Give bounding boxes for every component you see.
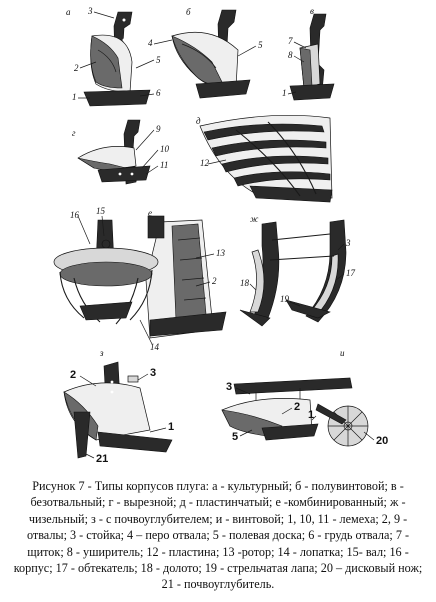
figure-caption: Рисунок 7 - Типы корпусов плуга: а - кул… (8, 478, 428, 593)
panel-b-semi-screw-body (171, 9, 251, 99)
label-b-5: 5 (258, 40, 263, 50)
panel-letter-i: и (340, 348, 345, 358)
label-z-1: 1 (168, 421, 174, 433)
panel-letter-b: б (186, 7, 191, 17)
label-i-1: 1 (308, 409, 314, 421)
label-zh-17: 17 (346, 268, 356, 278)
panel-letter-d: д (196, 116, 201, 126)
label-z-21: 21 (96, 453, 108, 465)
panel-letter-e: е (148, 208, 152, 218)
plough-bodies-figure: а 3 2 5 6 1 б 4 5 в 7 8 1 г 9 10 11 (53, 6, 388, 465)
label-zh-19: 19 (280, 294, 290, 304)
panel-letter-g: г (72, 128, 76, 138)
panel-i-screw-body (221, 377, 369, 447)
label-d-12: 12 (200, 158, 210, 168)
label-zh-18: 18 (240, 278, 250, 288)
label-e-15: 15 (96, 206, 106, 216)
label-b-4: 4 (148, 38, 153, 48)
label-g-11: 11 (160, 160, 168, 170)
label-i-5: 5 (232, 431, 238, 443)
panel-letter-zh: ж (250, 214, 259, 224)
label-v-8: 8 (288, 50, 293, 60)
label-a-2: 2 (74, 63, 79, 73)
panel-a-cultural-body (83, 11, 151, 107)
label-e-13: 13 (216, 248, 226, 258)
panel-z-subsoiler-body (63, 361, 173, 459)
panel-e-combined-body (53, 215, 227, 339)
label-a-5: 5 (156, 55, 161, 65)
panel-letter-v: в (310, 6, 314, 16)
label-g-9: 9 (156, 124, 161, 134)
label-i-20: 20 (376, 435, 388, 447)
panel-letter-z: з (99, 348, 104, 358)
label-z-2: 2 (70, 369, 76, 381)
panel-zh-chisel-body (239, 219, 347, 327)
panel-d-slatted-body (199, 114, 333, 203)
label-v-1: 1 (282, 88, 287, 98)
caption-text: Рисунок 7 - Типы корпусов плуга: а - кул… (13, 479, 423, 592)
label-a-6: 6 (156, 88, 161, 98)
label-e-2: 2 (212, 276, 217, 286)
label-a-1: 1 (72, 92, 77, 102)
panel-letter-a: а (66, 7, 71, 17)
label-g-10: 10 (160, 144, 170, 154)
label-e-14: 14 (150, 342, 160, 352)
label-zh-3: 3 (345, 238, 351, 248)
label-i-3: 3 (226, 381, 232, 393)
panel-v-mouldboardless-body (289, 13, 335, 101)
label-a-3: 3 (87, 6, 93, 16)
label-i-2: 2 (294, 401, 300, 413)
label-e-16: 16 (70, 210, 80, 220)
label-v-7: 7 (288, 36, 293, 46)
panel-g-cutout-body (77, 119, 151, 185)
label-z-3: 3 (150, 367, 156, 379)
